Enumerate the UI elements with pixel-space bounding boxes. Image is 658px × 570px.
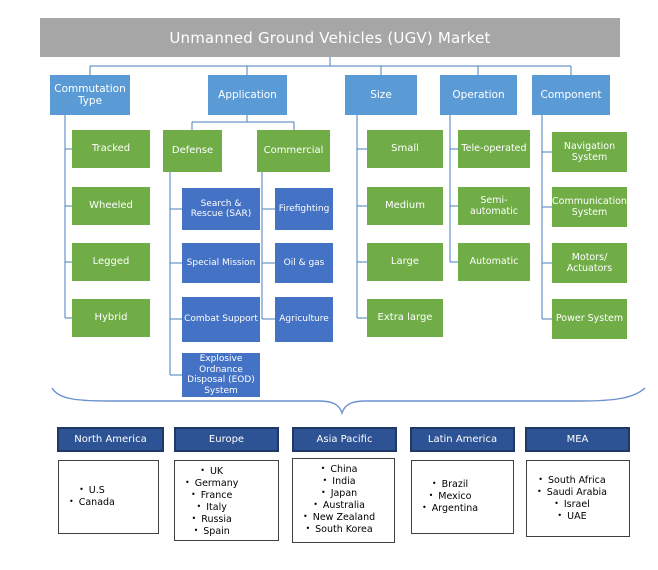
country-item: New Zealand	[303, 512, 375, 524]
region-header-asia-pacific: Asia Pacific	[292, 427, 397, 452]
country-item: Spain	[185, 526, 238, 538]
region-list-europe: UK Germany France Italy Russia Spain	[174, 460, 279, 541]
node-communication-system: Communication System	[552, 187, 627, 227]
node-power-system: Power System	[552, 299, 627, 339]
brace	[51, 387, 646, 416]
diagram-title: Unmanned Ground Vehicles (UGV) Market	[40, 18, 620, 57]
country-item: South Africa	[537, 475, 607, 487]
node-large: Large	[367, 243, 443, 281]
node-motors-actuators: Motors/ Actuators	[552, 243, 627, 283]
country-item: UK	[185, 466, 238, 478]
region-header-latin-america: Latin America	[410, 427, 515, 452]
node-automatic: Automatic	[458, 243, 530, 281]
country-item: France	[185, 490, 238, 502]
country-item: Israel	[537, 499, 607, 511]
country-item: Italy	[185, 502, 238, 514]
branch-component: Component	[532, 75, 610, 115]
node-extra-large: Extra large	[367, 299, 443, 337]
node-eod-system: Explosive Ordnance Disposal (EOD) System	[182, 353, 260, 397]
node-tracked: Tracked	[72, 130, 150, 168]
region-header-europe: Europe	[174, 427, 279, 452]
country-item: China	[303, 464, 375, 476]
node-wheeled: Wheeled	[72, 187, 150, 225]
country-item: UAE	[537, 511, 607, 523]
region-header-north-america: North America	[57, 427, 164, 452]
country-item: Australia	[303, 500, 375, 512]
node-commercial: Commercial	[257, 130, 330, 172]
country-item: Saudi Arabia	[537, 487, 607, 499]
country-item: Argentina	[422, 503, 478, 515]
node-navigation-system: Navigation System	[552, 132, 627, 172]
node-legged: Legged	[72, 243, 150, 281]
country-item: India	[303, 476, 375, 488]
region-list-mea: South Africa Saudi Arabia Israel UAE	[526, 460, 630, 537]
country-item: Canada	[69, 497, 115, 509]
node-combat-support: Combat Support	[182, 297, 260, 342]
node-small: Small	[367, 130, 443, 168]
node-defense: Defense	[163, 130, 222, 172]
node-tele-operated: Tele-operated	[458, 130, 530, 168]
node-hybrid: Hybrid	[72, 299, 150, 337]
node-firefighting: Firefighting	[275, 188, 333, 230]
country-item: Japan	[303, 488, 375, 500]
country-item: Brazil	[422, 479, 478, 491]
country-item: Mexico	[422, 491, 478, 503]
node-oil-gas: Oil & gas	[275, 243, 333, 283]
node-agriculture: Agriculture	[275, 297, 333, 342]
node-semi-automatic: Semi-automatic	[458, 187, 530, 225]
branch-application: Application	[208, 75, 287, 115]
node-medium: Medium	[367, 187, 443, 225]
region-list-asia-pacific: China India Japan Australia New Zealand …	[292, 458, 395, 543]
region-list-north-america: U.S Canada	[58, 460, 159, 534]
country-item: South Korea	[303, 524, 375, 536]
branch-operation: Operation	[440, 75, 517, 115]
node-search-rescue: Search & Rescue (SAR)	[182, 188, 260, 230]
region-list-latin-america: Brazil Mexico Argentina	[411, 460, 514, 534]
country-item: Russia	[185, 514, 238, 526]
branch-size: Size	[345, 75, 417, 115]
country-item: U.S	[69, 485, 115, 497]
region-header-mea: MEA	[525, 427, 630, 452]
node-special-mission: Special Mission	[182, 243, 260, 283]
country-item: Germany	[185, 478, 239, 490]
branch-commutation-type: Commutation Type	[50, 75, 130, 115]
